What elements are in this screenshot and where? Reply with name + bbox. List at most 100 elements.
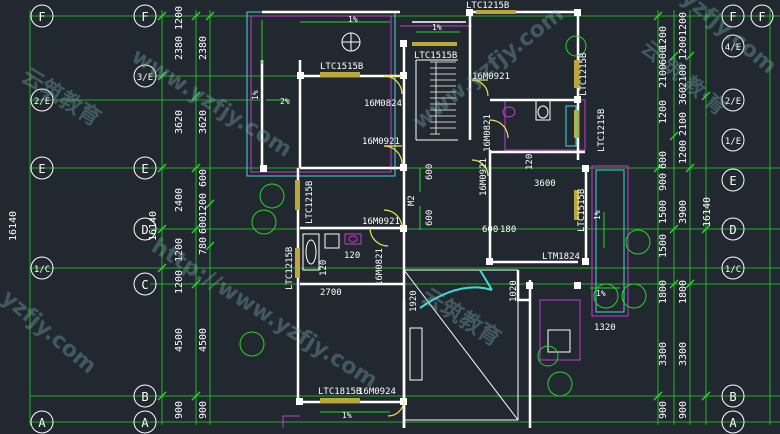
axis-label: 1/C bbox=[34, 265, 50, 275]
dim-text: 2100 bbox=[658, 64, 669, 88]
door-tag: 16M0821 bbox=[375, 248, 385, 286]
dim-text: 4500 bbox=[174, 328, 185, 352]
dim-text: 1200 bbox=[198, 193, 209, 217]
door-tag: 16M0924 bbox=[358, 387, 396, 397]
axis-label: E bbox=[141, 162, 148, 176]
door-tag: 16M0921 bbox=[472, 72, 510, 82]
window-tag: LTM1824 bbox=[542, 252, 580, 262]
dim-text: 2400 bbox=[174, 188, 185, 212]
slope-label: 2% bbox=[280, 97, 290, 106]
axis-label: F bbox=[758, 10, 765, 24]
axis-label: D bbox=[729, 223, 736, 237]
dim-text: 600 bbox=[198, 216, 209, 234]
axis-label: E bbox=[38, 162, 45, 176]
inner-dim: 120 bbox=[319, 260, 329, 276]
axis-label: C bbox=[141, 278, 148, 292]
axis-label: 4/E bbox=[725, 43, 741, 53]
dim-text: 1800 bbox=[678, 280, 689, 304]
dimension-ticks bbox=[157, 11, 711, 401]
axis-label: F bbox=[729, 10, 736, 24]
dim-text: 900 bbox=[678, 401, 689, 419]
window-tag: LTC1215B bbox=[305, 181, 315, 224]
axis-label: 3/E bbox=[137, 73, 153, 83]
window-tag: LTC1215B bbox=[466, 1, 509, 11]
dim-text: 1200 bbox=[174, 238, 185, 262]
door-tag: 16M0824 bbox=[364, 99, 402, 109]
inner-dim: 3600 bbox=[534, 179, 556, 189]
axis-label: E bbox=[729, 174, 736, 188]
slope-label: 1% bbox=[596, 289, 606, 298]
slope-label: 1% bbox=[593, 210, 602, 220]
door-tag: 16M0921 bbox=[362, 217, 400, 227]
watermark-text: 云筑教育 bbox=[417, 283, 505, 352]
axis-label: B bbox=[729, 390, 736, 404]
door-tag: 16M0821 bbox=[483, 114, 493, 152]
dim-text: 900 bbox=[658, 173, 669, 191]
dim-text: 600 bbox=[198, 169, 209, 187]
dim-text: 3620 bbox=[198, 110, 209, 134]
dim-text: 2100 bbox=[678, 112, 689, 136]
axis-label: A bbox=[141, 416, 149, 430]
axis-label: 2/E bbox=[34, 97, 50, 107]
dim-text: 3620 bbox=[174, 110, 185, 134]
axis-label: D bbox=[141, 223, 148, 237]
inner-dim: 2700 bbox=[320, 288, 342, 298]
slope-label: 1% bbox=[342, 411, 352, 420]
watermark-text: yzfjy.com bbox=[0, 285, 101, 379]
inner-dim: 1320 bbox=[594, 323, 616, 333]
dim-text: 1200 bbox=[174, 6, 185, 30]
dim-text: 16140 bbox=[8, 211, 19, 241]
dim-text: 1200 bbox=[678, 36, 689, 60]
inner-dim: 1020 bbox=[509, 280, 519, 302]
window-tag: LTC1515B bbox=[414, 51, 457, 61]
inner-dim: 600 bbox=[425, 164, 435, 180]
slope-label: 1% bbox=[348, 15, 358, 24]
inner-dim: 180 bbox=[500, 225, 516, 235]
slope-label: 1% bbox=[432, 23, 442, 32]
door-swings bbox=[369, 75, 509, 417]
inner-dim: 600 bbox=[425, 210, 435, 226]
dim-text: 3900 bbox=[678, 200, 689, 224]
stair-treads bbox=[430, 61, 456, 135]
dim-text: 900 bbox=[174, 401, 185, 419]
axis-label: B bbox=[141, 390, 148, 404]
dim-text: 1200 bbox=[678, 140, 689, 164]
dim-text: 1800 bbox=[658, 280, 669, 304]
inner-dim: 1920 bbox=[409, 290, 419, 312]
axis-label: A bbox=[729, 416, 737, 430]
sanitary-fixtures bbox=[302, 32, 577, 271]
dim-text: 4500 bbox=[198, 328, 209, 352]
thin-walls bbox=[403, 59, 571, 421]
dim-text: 900 bbox=[658, 401, 669, 419]
axis-label: F bbox=[141, 10, 148, 24]
door-tag: M2 bbox=[407, 195, 417, 206]
slope-label: 1% bbox=[251, 90, 260, 100]
axis-label: 1/E bbox=[725, 137, 741, 147]
watermark-text: www.yzfjy.com bbox=[127, 44, 296, 163]
window-tag: LTC1215B bbox=[579, 53, 589, 96]
curved-glass-door bbox=[419, 269, 493, 309]
axis-label: F bbox=[38, 10, 45, 24]
window-tag: LTC1515B bbox=[577, 189, 587, 232]
dim-text: 360 bbox=[678, 87, 689, 105]
dim-text: 1200 bbox=[174, 270, 185, 294]
axis-label: 1/C bbox=[725, 265, 741, 275]
axis-label: 2/E bbox=[725, 97, 741, 107]
dim-text: 3300 bbox=[678, 342, 689, 366]
dim-text: 1500 bbox=[658, 234, 669, 258]
window-tag: LTC1515B bbox=[320, 62, 363, 72]
slope-arrows bbox=[261, 20, 620, 413]
inner-dim: 600 bbox=[482, 225, 498, 235]
dim-text: 16140 bbox=[702, 197, 713, 227]
dim-text: 1200 bbox=[658, 26, 669, 50]
dim-text: 2380 bbox=[198, 36, 209, 60]
window-tag: LTC1215B bbox=[597, 109, 607, 152]
dim-text: 1200 bbox=[658, 100, 669, 124]
axis-label: A bbox=[38, 416, 46, 430]
dim-text: 2100 bbox=[678, 64, 689, 88]
door-tag: 16M0921 bbox=[479, 158, 489, 196]
inner-dim: 120 bbox=[525, 154, 535, 170]
axis-bubbles bbox=[30, 4, 774, 434]
dim-text: 2380 bbox=[174, 36, 185, 60]
dim-text: 600 bbox=[658, 47, 669, 65]
